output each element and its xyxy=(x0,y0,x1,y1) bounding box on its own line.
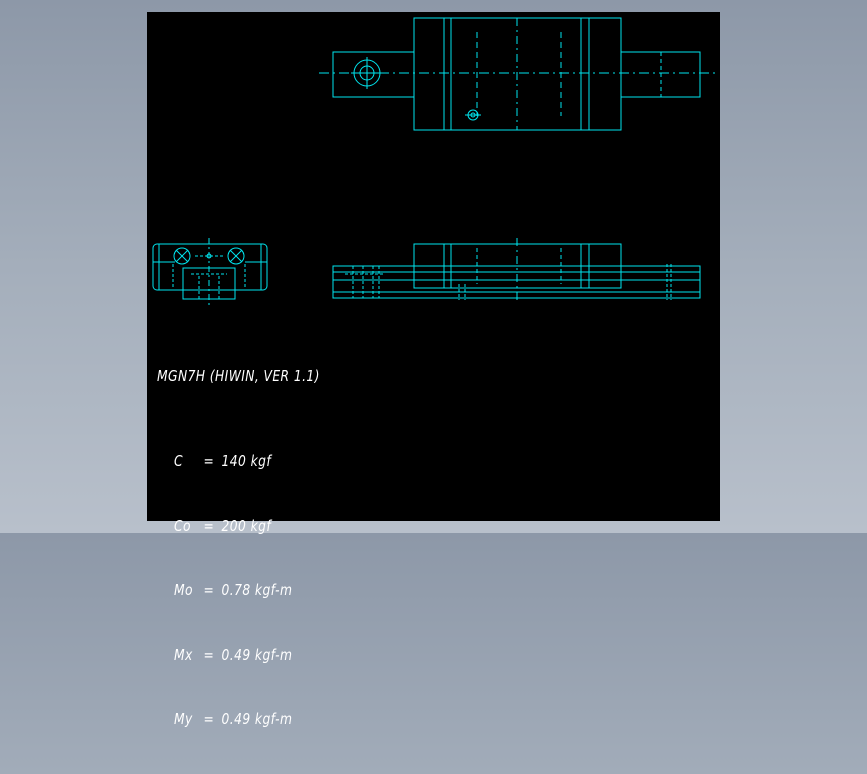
end-view xyxy=(152,238,268,306)
cad-drawing xyxy=(152,17,715,306)
spec-value: 0.49 kgf-m xyxy=(221,710,293,728)
spec-row-co: Co = 200 kgf xyxy=(174,516,292,538)
top-end-seal-right xyxy=(588,17,622,131)
top-end-seal-left xyxy=(413,17,445,131)
spec-symbol: Mx xyxy=(174,645,193,664)
spec-row-mx: Mx = 0.49 kgf-m xyxy=(174,645,292,667)
spec-value: 0.78 kgf-m xyxy=(221,581,293,599)
spec-list: C = 140 kgf Co = 200 kgf Mo = 0.78 kgf-m Mx = 0.… xyxy=(174,408,292,774)
spec-symbol: Co xyxy=(174,516,191,535)
spec-symbol: Mo xyxy=(174,581,193,599)
spec-equals: = xyxy=(203,581,215,599)
spec-row-mo: Mo = 0.78 kgf-m xyxy=(174,580,292,602)
spec-equals: = xyxy=(203,645,215,664)
side-view xyxy=(332,238,701,302)
spec-symbol: C xyxy=(174,452,184,470)
model-title: MGN7H (HIWIN, VER 1.1) xyxy=(157,367,320,385)
end-bolt-right xyxy=(227,247,245,265)
top-view xyxy=(319,17,715,131)
end-flange xyxy=(152,243,268,291)
spec-row-my: My = 0.49 kgf-m xyxy=(174,709,292,731)
spec-symbol: My xyxy=(174,710,193,728)
end-bolt-left xyxy=(173,247,191,265)
cad-viewport[interactable]: MGN7H (HIWIN, VER 1.1) C = 140 kgf Co = 200 … xyxy=(147,12,720,728)
spec-value: 0.49 kgf-m xyxy=(221,645,293,664)
spec-value: 200 kgf xyxy=(221,516,272,535)
spec-equals: = xyxy=(203,516,215,535)
spec-equals: = xyxy=(203,452,215,470)
spec-equals: = xyxy=(203,710,215,728)
end-rail xyxy=(182,267,236,300)
spec-value: 140 kgf xyxy=(221,452,272,470)
spec-row-c: C = 140 kgf xyxy=(174,451,292,473)
